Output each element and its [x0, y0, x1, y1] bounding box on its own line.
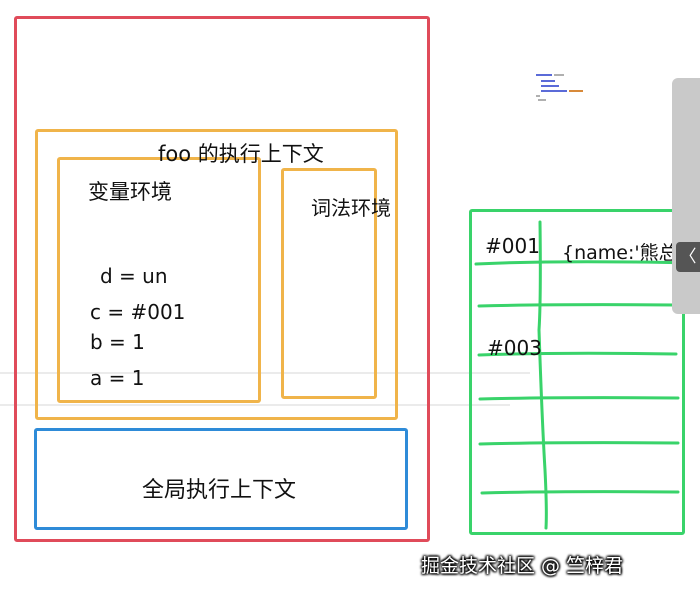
global-context-title: 全局执行上下文 [142, 478, 297, 503]
foo-context-title: foo 的执行上下文 [158, 142, 324, 166]
code-thumbnail [536, 74, 583, 101]
global-execution-context [34, 428, 408, 530]
variable-environment [57, 157, 261, 403]
heap-divider-line [477, 351, 678, 357]
heap-object-001: {name:'熊总'} [562, 242, 695, 264]
background-line [0, 404, 510, 406]
heap-divider-line [478, 396, 680, 401]
side-panel-tab [672, 78, 700, 314]
heap-divider-line [477, 303, 678, 308]
variable-b: b = 1 [90, 330, 145, 354]
variable-a: a = 1 [90, 366, 145, 390]
heap-divider-line [478, 441, 680, 446]
variable-c: c = #001 [90, 300, 186, 324]
heap-column-line [537, 220, 548, 530]
chevron-left-icon[interactable]: 〈 [676, 242, 700, 272]
lexical-env-title: 词法环境 [311, 196, 391, 220]
background-line [0, 372, 530, 374]
watermark: 掘金技术社区 @ 竺梓君 [421, 555, 624, 577]
foo-execution-context [35, 129, 398, 420]
variable-env-title: 变量环境 [88, 180, 172, 204]
heap-address-003: #003 [487, 336, 542, 360]
call-stack-frame [14, 16, 430, 542]
heap-address-001: #001 [485, 234, 540, 258]
heap-memory [469, 209, 685, 535]
heap-divider-line [474, 260, 692, 266]
variable-d: d = un [100, 264, 168, 288]
lexical-environment [281, 168, 377, 399]
heap-divider-line [480, 490, 680, 495]
